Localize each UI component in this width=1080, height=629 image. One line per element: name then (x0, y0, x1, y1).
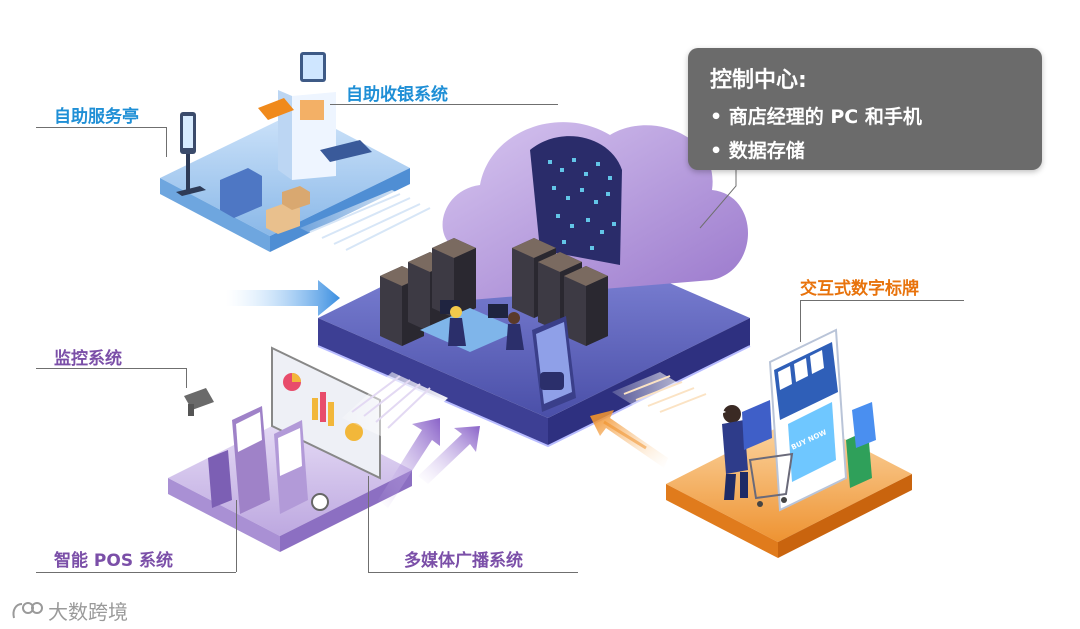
orange-flow-arrow-2 (604, 422, 646, 448)
rule-pos (36, 572, 236, 573)
label-kiosk: 自助服务亭 (54, 102, 139, 127)
label-multimedia: 多媒体广播系统 (404, 546, 523, 571)
control-center-title: 控制中心: (710, 62, 807, 94)
label-pos: 智能 POS 系统 (54, 546, 173, 571)
rule-self-checkout (330, 104, 558, 105)
vrule-digital-signage (800, 300, 801, 342)
watermark-logo-icon (10, 600, 44, 627)
blue-flow-arrow (226, 280, 340, 316)
rule-digital-signage (800, 300, 964, 301)
label-self-checkout: 自助收银系统 (346, 80, 448, 105)
watermark: 大数跨境 (10, 596, 128, 627)
vrule-pos (236, 500, 237, 572)
vrule-surveillance (186, 368, 187, 388)
control-center-item: • 数据存储 (710, 136, 805, 163)
label-digital-signage: 交互式数字标牌 (800, 274, 919, 299)
vrule-multimedia (368, 476, 369, 572)
label-surveillance: 监控系统 (54, 344, 122, 369)
vrule-kiosk (166, 127, 167, 157)
pos-platform (168, 348, 412, 552)
rule-surveillance (36, 368, 186, 369)
control-center-item: • 商店经理的 PC 和手机 (710, 102, 922, 129)
control-center-box: 控制中心: • 商店经理的 PC 和手机 • 数据存储 (688, 48, 1042, 170)
rule-multimedia (368, 572, 578, 573)
rule-kiosk (36, 127, 166, 128)
watermark-text: 大数跨境 (48, 600, 128, 624)
